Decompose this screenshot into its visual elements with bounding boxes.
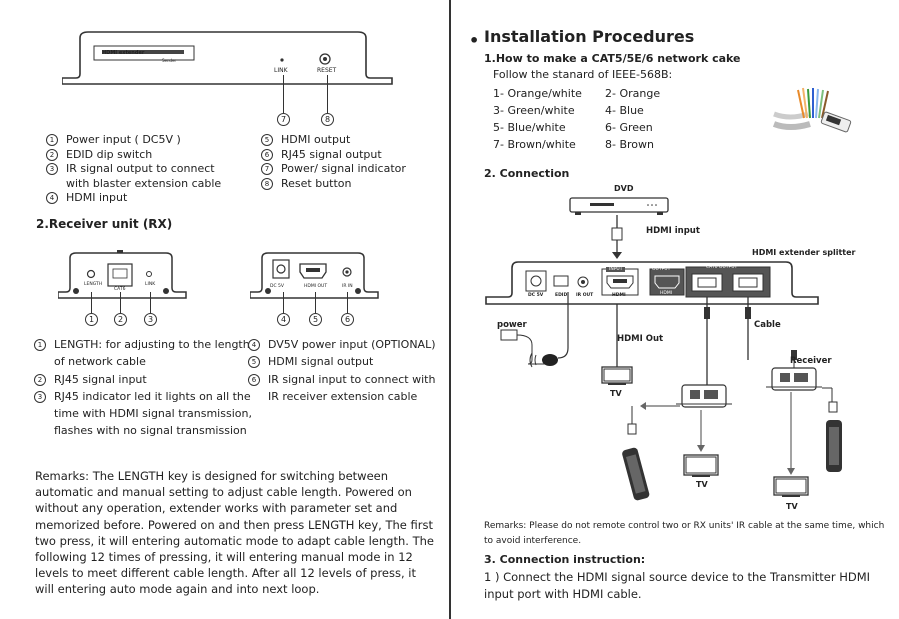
port-label-hdmi-in: HDMI (612, 293, 626, 298)
tv-label-2: TV (696, 480, 708, 489)
left-remarks: Remarks: The LENGTH key is designed for … (35, 469, 434, 597)
hdmi-input-label: HDMI input (646, 226, 700, 236)
port-label-edid: EDID (555, 293, 568, 298)
sender-label: Sender (162, 58, 177, 63)
hdmi-out-label: HDMI Out (617, 334, 664, 344)
ir-in-label: IR IN (342, 284, 353, 289)
connection-diagram (485, 197, 842, 501)
wiring-item: 3- Green/white (493, 104, 575, 117)
wiring-item: 7- Brown/white (493, 138, 576, 151)
callout-line-2 (120, 292, 121, 313)
callout-2: 2 (114, 313, 127, 326)
splitter-label: HDMI extender splitter (752, 248, 856, 257)
wiring-item: 1- Orange/white (493, 87, 582, 100)
receiver-label: Receiver (790, 356, 832, 366)
callout-7: 7 (277, 113, 290, 126)
wiring-item: 5- Blue/white (493, 121, 566, 134)
callout-1: 1 (85, 313, 98, 326)
bullet: • (469, 31, 480, 50)
power-label: power (497, 320, 527, 330)
callout-line-8 (327, 75, 328, 113)
rx-link-label: LINK (145, 282, 156, 287)
model-label: HDMI extender (102, 50, 145, 56)
instruction-1: 1 ) Connect the HDMI signal source devic… (484, 570, 871, 601)
right-remarks: Remarks: Please do not remote control tw… (484, 521, 885, 546)
callout-line-1 (91, 292, 92, 313)
dc5v-label: DC 5V (270, 284, 284, 289)
list-item: IR receiver extension cable (268, 389, 418, 403)
callout-line-7 (283, 75, 284, 113)
wiring-item: 8- Brown (605, 138, 654, 151)
list-item: time with HDMI signal transmission, (54, 407, 252, 421)
network-cable-image (772, 87, 852, 133)
list-item: with blaster extension cable (66, 176, 222, 190)
tv-label-3: TV (786, 502, 798, 511)
box-label-output: OUTPUT (652, 267, 671, 272)
callout-6: 6 (341, 313, 354, 326)
wiring-col1: 1- Orange/white 3- Green/white 5- Blue/w… (493, 85, 582, 153)
port-label-ir-out: IR OUT (576, 293, 594, 298)
tv-label-1: TV (610, 389, 622, 398)
callout-4: 4 (277, 313, 290, 326)
callout-5: 5 (309, 313, 322, 326)
list-item: flashes with no signal transmission (54, 424, 247, 438)
cat6-label: CAT6 (114, 287, 126, 292)
dvd-label: DVD (614, 184, 634, 193)
box-label-cat6-output: CAT6 OUTPUT (706, 265, 738, 270)
wiring-item: 2- Orange (605, 87, 661, 100)
reset-label: RESET (317, 67, 337, 74)
wiring-item: 6- Green (605, 121, 653, 134)
link-label: LINK (274, 67, 288, 74)
callout-3: 3 (144, 313, 157, 326)
page-divider (449, 0, 451, 619)
box-label-input: INPUT (606, 267, 626, 272)
standard-text: Follow the stanard of IEEE-568B: (493, 68, 673, 81)
page-title: Installation Procedures (484, 27, 695, 46)
receiver-panel-rear (250, 252, 379, 299)
right-page: • Installation Procedures 1.How to make … (452, 0, 899, 619)
port-label-dc5v: DC 5V (528, 293, 544, 298)
callout-line-6 (347, 292, 348, 313)
callout-line-3 (150, 292, 151, 313)
transmitter-front-panel (62, 31, 393, 85)
rx-heading: 2.Receiver unit (RX) (36, 217, 173, 231)
section-3-heading: 3. Connection instruction: (484, 553, 646, 566)
wiring-item: 4- Blue (605, 104, 644, 117)
callout-line-5 (315, 292, 316, 313)
list-item: of network cable (54, 355, 146, 369)
cable-label: Cable (754, 320, 781, 330)
section-2-heading: 2. Connection (484, 167, 570, 180)
callout-line-4 (283, 292, 284, 313)
wiring-col2: 2- Orange 4- Blue 6- Green 8- Brown (605, 85, 660, 153)
section-1-heading: 1.How to make a CAT5/5E/6 network cake (484, 52, 741, 65)
length-label: LENGTH (84, 282, 103, 287)
hdmi-out-label: HDMI OUT (304, 284, 328, 289)
port-label-hdmi-out: HDMI (660, 291, 673, 296)
callout-8: 8 (321, 113, 334, 126)
receiver-panel-front (58, 250, 187, 299)
